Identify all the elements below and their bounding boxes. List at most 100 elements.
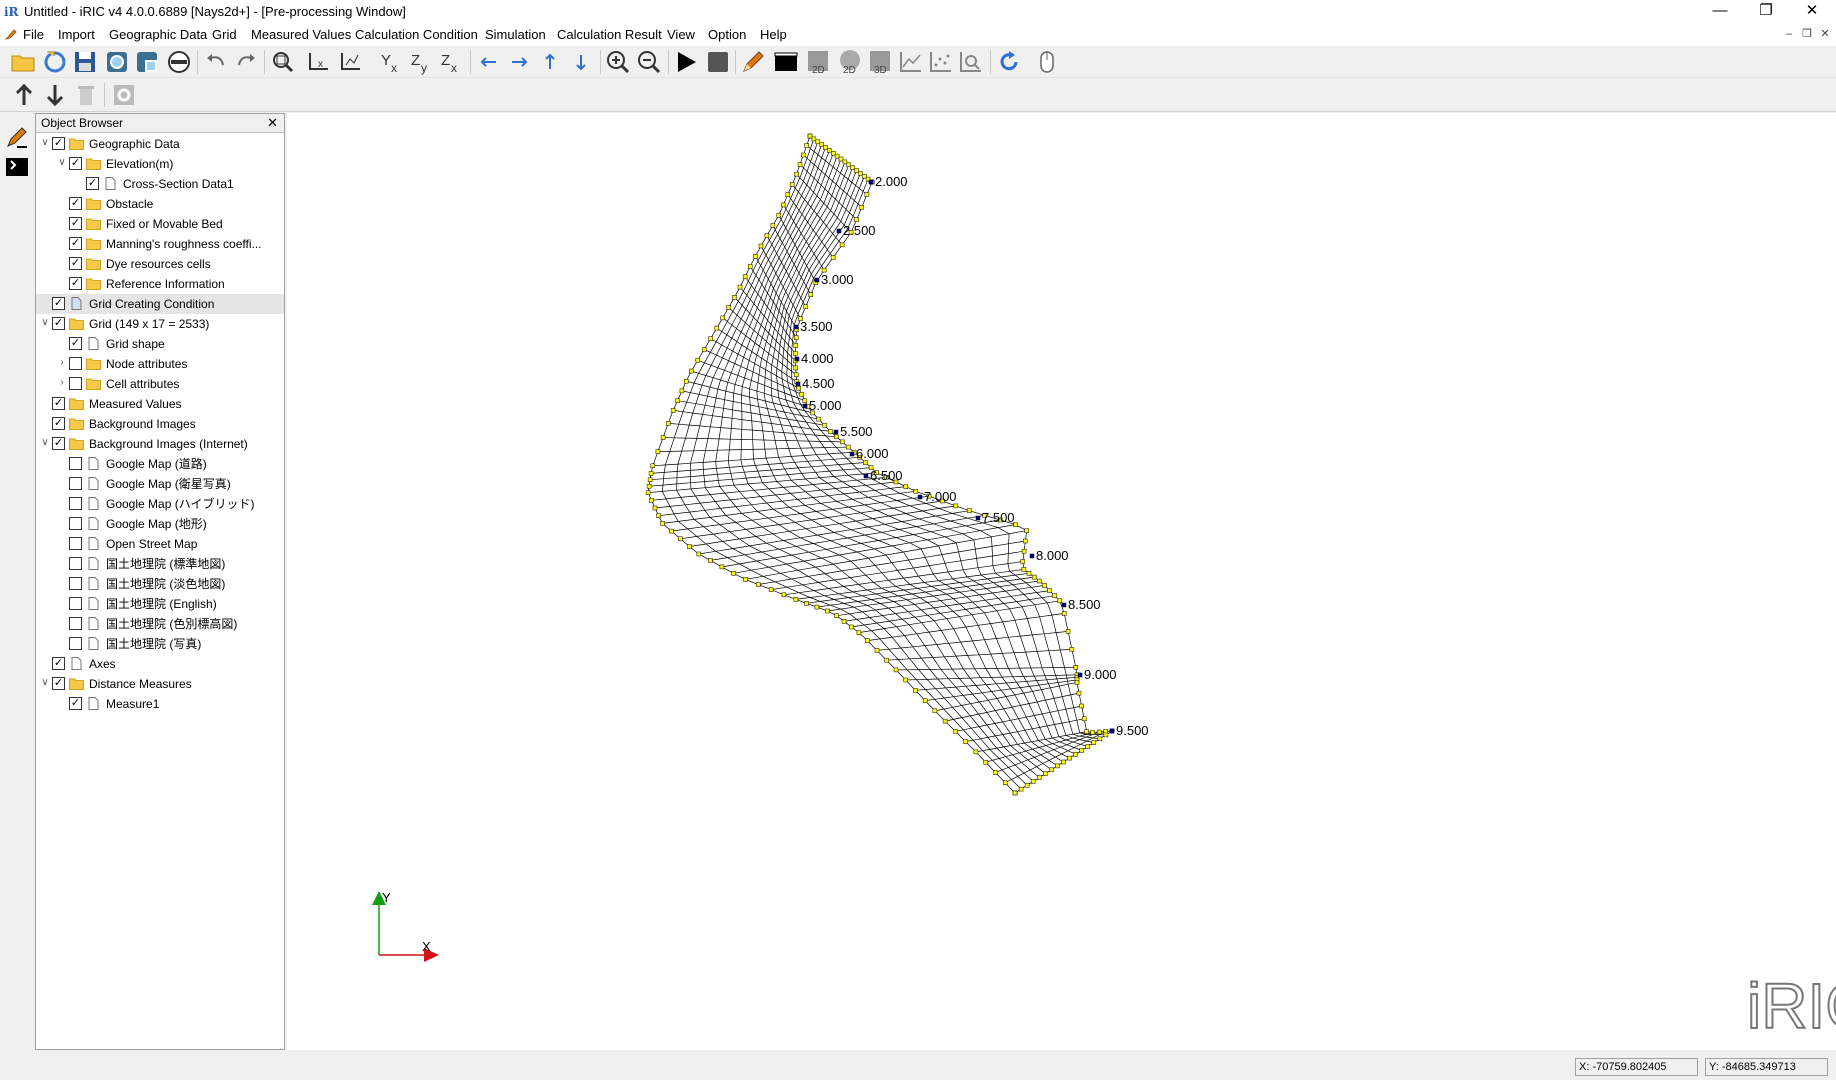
tree-checkbox[interactable]: ✓ [52,317,65,330]
tree-item[interactable]: ✓Measure1 [36,694,284,714]
tree-checkbox[interactable] [69,517,82,530]
collapse-chevron-icon[interactable]: ∨ [41,677,49,688]
tree-checkbox[interactable]: ✓ [86,177,99,190]
x-axis-icon[interactable]: x [306,49,332,75]
right-arrow-icon[interactable] [506,49,532,75]
up-arrow-icon[interactable] [537,49,563,75]
tree-checkbox[interactable]: ✓ [52,437,65,450]
graph-icon[interactable] [898,49,924,75]
tree-item[interactable]: ∨✓Geographic Data [36,134,284,154]
tree-checkbox[interactable] [69,477,82,490]
tree-checkbox[interactable]: ✓ [69,157,82,170]
tree-item[interactable]: ✓Cross-Section Data1 [36,174,284,194]
collapse-chevron-icon[interactable]: ∨ [41,317,49,328]
tree-item[interactable]: ∨✓Elevation(m) [36,154,284,174]
tree-item[interactable]: ✓Fixed or Movable Bed [36,214,284,234]
tree-checkbox[interactable] [69,377,82,390]
redo-icon[interactable] [233,49,259,75]
tree-checkbox[interactable]: ✓ [52,417,65,430]
close-icon[interactable]: ✕ [1805,2,1819,19]
tree-checkbox[interactable] [69,557,82,570]
tree-item[interactable]: 国土地理院 (色別標高図) [36,614,284,634]
move-down-icon[interactable] [42,82,68,108]
menu-option[interactable]: Option [708,27,747,42]
pencil-icon[interactable] [740,49,766,75]
menu-simulation[interactable]: Simulation [485,27,546,42]
tree-checkbox[interactable]: ✓ [69,257,82,270]
menu-calculation-result[interactable]: Calculation Result [557,27,662,42]
2d-view-icon[interactable]: 2D [806,49,832,75]
tree-checkbox[interactable] [69,537,82,550]
restore-icon[interactable]: ❐ [1759,2,1773,19]
zoom-fit-icon[interactable] [270,49,296,75]
mdi-restore-icon[interactable]: ❐ [1802,28,1812,40]
edit-pencil-icon[interactable] [5,125,29,149]
left-arrow-icon[interactable] [476,49,502,75]
tree-checkbox[interactable]: ✓ [69,237,82,250]
tree-item[interactable]: Google Map (ハイブリッド) [36,494,284,514]
no-entry-icon[interactable] [166,49,192,75]
magnifier-icon[interactable] [958,49,984,75]
collapse-chevron-icon[interactable]: ∨ [41,137,49,148]
tree-item[interactable]: ✓Axes [36,654,284,674]
expand-chevron-icon[interactable]: › [60,357,64,368]
tree-checkbox[interactable]: ✓ [69,217,82,230]
tree-checkbox[interactable]: ✓ [52,137,65,150]
tree-checkbox[interactable] [69,577,82,590]
scatter-icon[interactable] [928,49,954,75]
2d-shaded-icon[interactable]: 2D [837,49,863,75]
down-arrow-icon[interactable] [568,49,594,75]
menu-view[interactable]: View [667,27,695,42]
menu-import[interactable]: Import [58,27,95,42]
open-folder-icon[interactable] [10,49,36,75]
menu-geographic-data[interactable]: Geographic Data [109,27,208,42]
collapse-chevron-icon[interactable]: ∨ [41,437,49,448]
tree-checkbox[interactable]: ✓ [69,277,82,290]
mdi-close-icon[interactable]: ✕ [1820,28,1830,40]
collapse-chevron-icon[interactable]: ∨ [58,157,66,168]
menu-file[interactable]: File [23,27,44,42]
tree-checkbox[interactable]: ✓ [52,657,65,670]
move-up-icon[interactable] [11,82,37,108]
tree-item[interactable]: ∨✓Background Images (Internet) [36,434,284,454]
tree-checkbox[interactable]: ✓ [69,337,82,350]
tree-item[interactable]: ∨✓Distance Measures [36,674,284,694]
tree-item[interactable]: ›Node attributes [36,354,284,374]
mouse-icon[interactable] [1034,49,1060,75]
snapshot-icon[interactable] [134,49,160,75]
tree-item[interactable]: 国土地理院 (写真) [36,634,284,654]
tree-item[interactable]: ∨✓Grid (149 x 17 = 2533) [36,314,284,334]
tree-item[interactable]: Google Map (地形) [36,514,284,534]
reload-icon[interactable] [42,49,68,75]
console-icon[interactable] [773,49,799,75]
zoom-in-icon[interactable] [605,49,631,75]
tree-item[interactable]: ✓Grid Creating Condition [36,294,284,314]
save-icon[interactable] [72,49,98,75]
expand-chevron-icon[interactable]: › [60,377,64,388]
undo-icon[interactable] [203,49,229,75]
refresh-icon[interactable] [996,49,1022,75]
tree-checkbox[interactable] [69,637,82,650]
tree-item[interactable]: ✓Manning's roughness coeffi... [36,234,284,254]
menu-calculation-condition[interactable]: Calculation Condition [355,27,478,42]
xy-axis-icon[interactable] [338,49,364,75]
minimize-icon[interactable]: — [1712,2,1728,19]
tree-checkbox[interactable]: ✓ [52,397,65,410]
delete-icon[interactable] [73,82,99,108]
camera-icon[interactable] [104,49,130,75]
tree-item[interactable]: ✓Background Images [36,414,284,434]
tree-checkbox[interactable] [69,357,82,370]
tree-item[interactable]: ✓Grid shape [36,334,284,354]
tree-checkbox[interactable] [69,597,82,610]
menu-help[interactable]: Help [760,27,787,42]
run-icon[interactable] [673,49,699,75]
zoom-out-icon[interactable] [636,49,662,75]
tree-item[interactable]: Google Map (道路) [36,454,284,474]
close-icon[interactable]: ✕ [267,115,278,130]
settings-icon[interactable] [111,82,137,108]
tree-item[interactable]: 国土地理院 (English) [36,594,284,614]
tree-item[interactable]: ✓Measured Values [36,394,284,414]
